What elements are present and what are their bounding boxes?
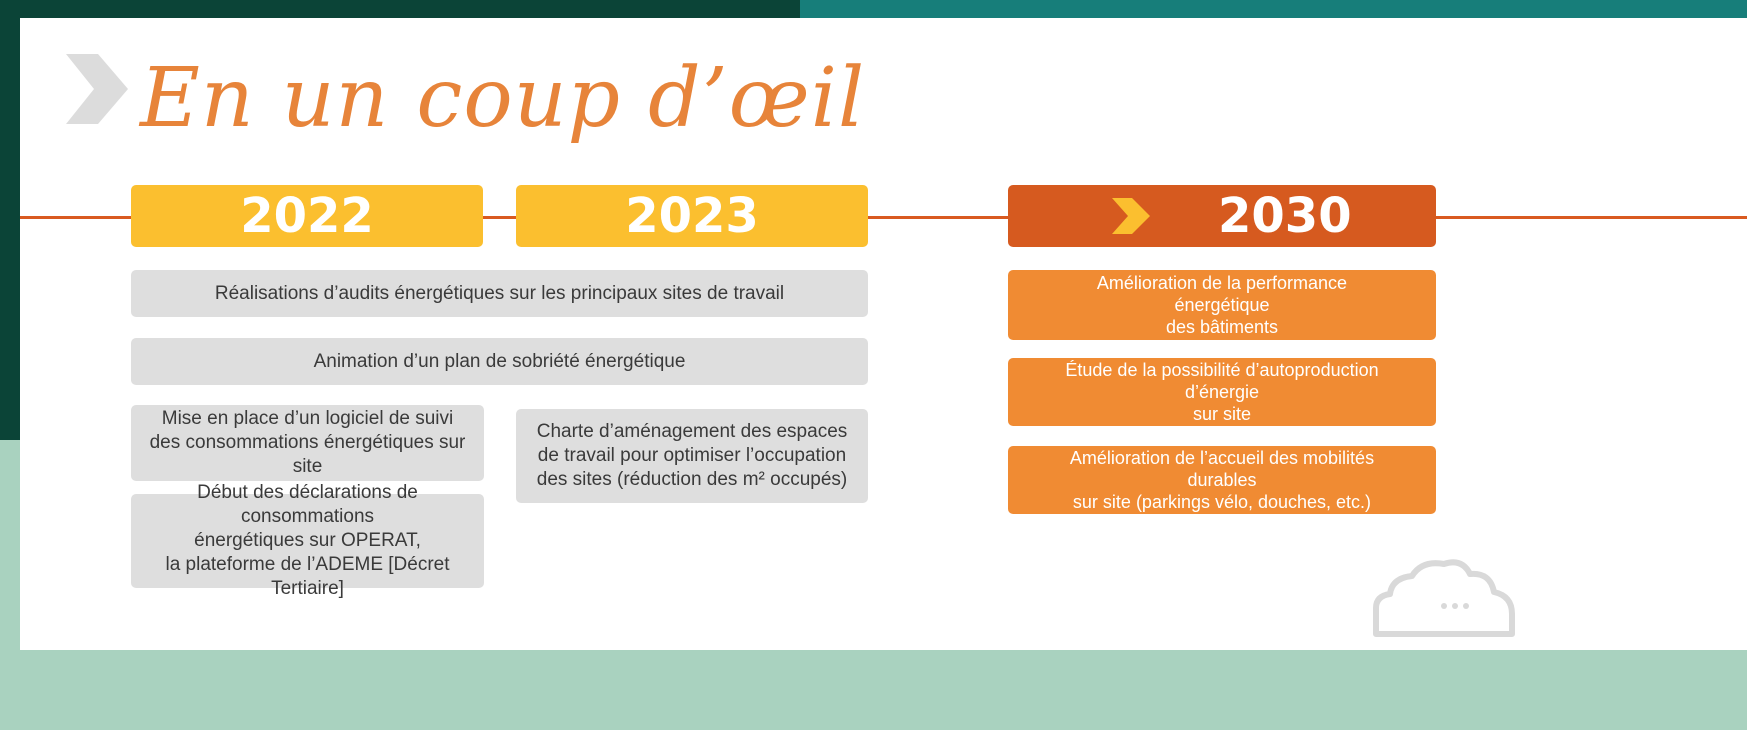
action-operat-declarations: Début des déclarations de consommations …	[131, 482, 484, 599]
page-title: En un coup d’œil	[140, 51, 866, 146]
year-2030-box: 2030	[1008, 185, 1436, 247]
action-monitoring-software: Mise en place d’un logiciel de suivi des…	[131, 405, 484, 481]
goal-sustainable-mobility: Amélioration de l’accueil des mobilités …	[1008, 446, 1436, 514]
action-workspace-charter: Charte d’aménagement des espaces de trav…	[516, 409, 868, 503]
timeline-line	[20, 216, 1747, 219]
cloud-chat-icon	[1373, 559, 1515, 637]
year-2022-label: 2022	[240, 188, 374, 244]
year-2023-box: 2023	[516, 185, 868, 247]
goal-self-production: Étude de la possibilité d’autoproduction…	[1008, 358, 1436, 426]
left-border-dark	[0, 0, 22, 440]
top-border-dark	[0, 0, 800, 20]
top-border-teal	[800, 0, 1747, 20]
chevron-right-icon	[1112, 198, 1150, 234]
action-sobriety-plan: Animation d’un plan de sobriété énergéti…	[131, 338, 868, 385]
year-2030-label: 2030	[1218, 188, 1352, 244]
year-2023-label: 2023	[625, 188, 759, 244]
goal-building-performance: Amélioration de la performance énergétiq…	[1008, 270, 1436, 340]
chevron-right-icon	[66, 54, 128, 124]
year-2022-box: 2022	[131, 185, 483, 247]
action-energy-audits: Réalisations d’audits énergétiques sur l…	[131, 270, 868, 317]
